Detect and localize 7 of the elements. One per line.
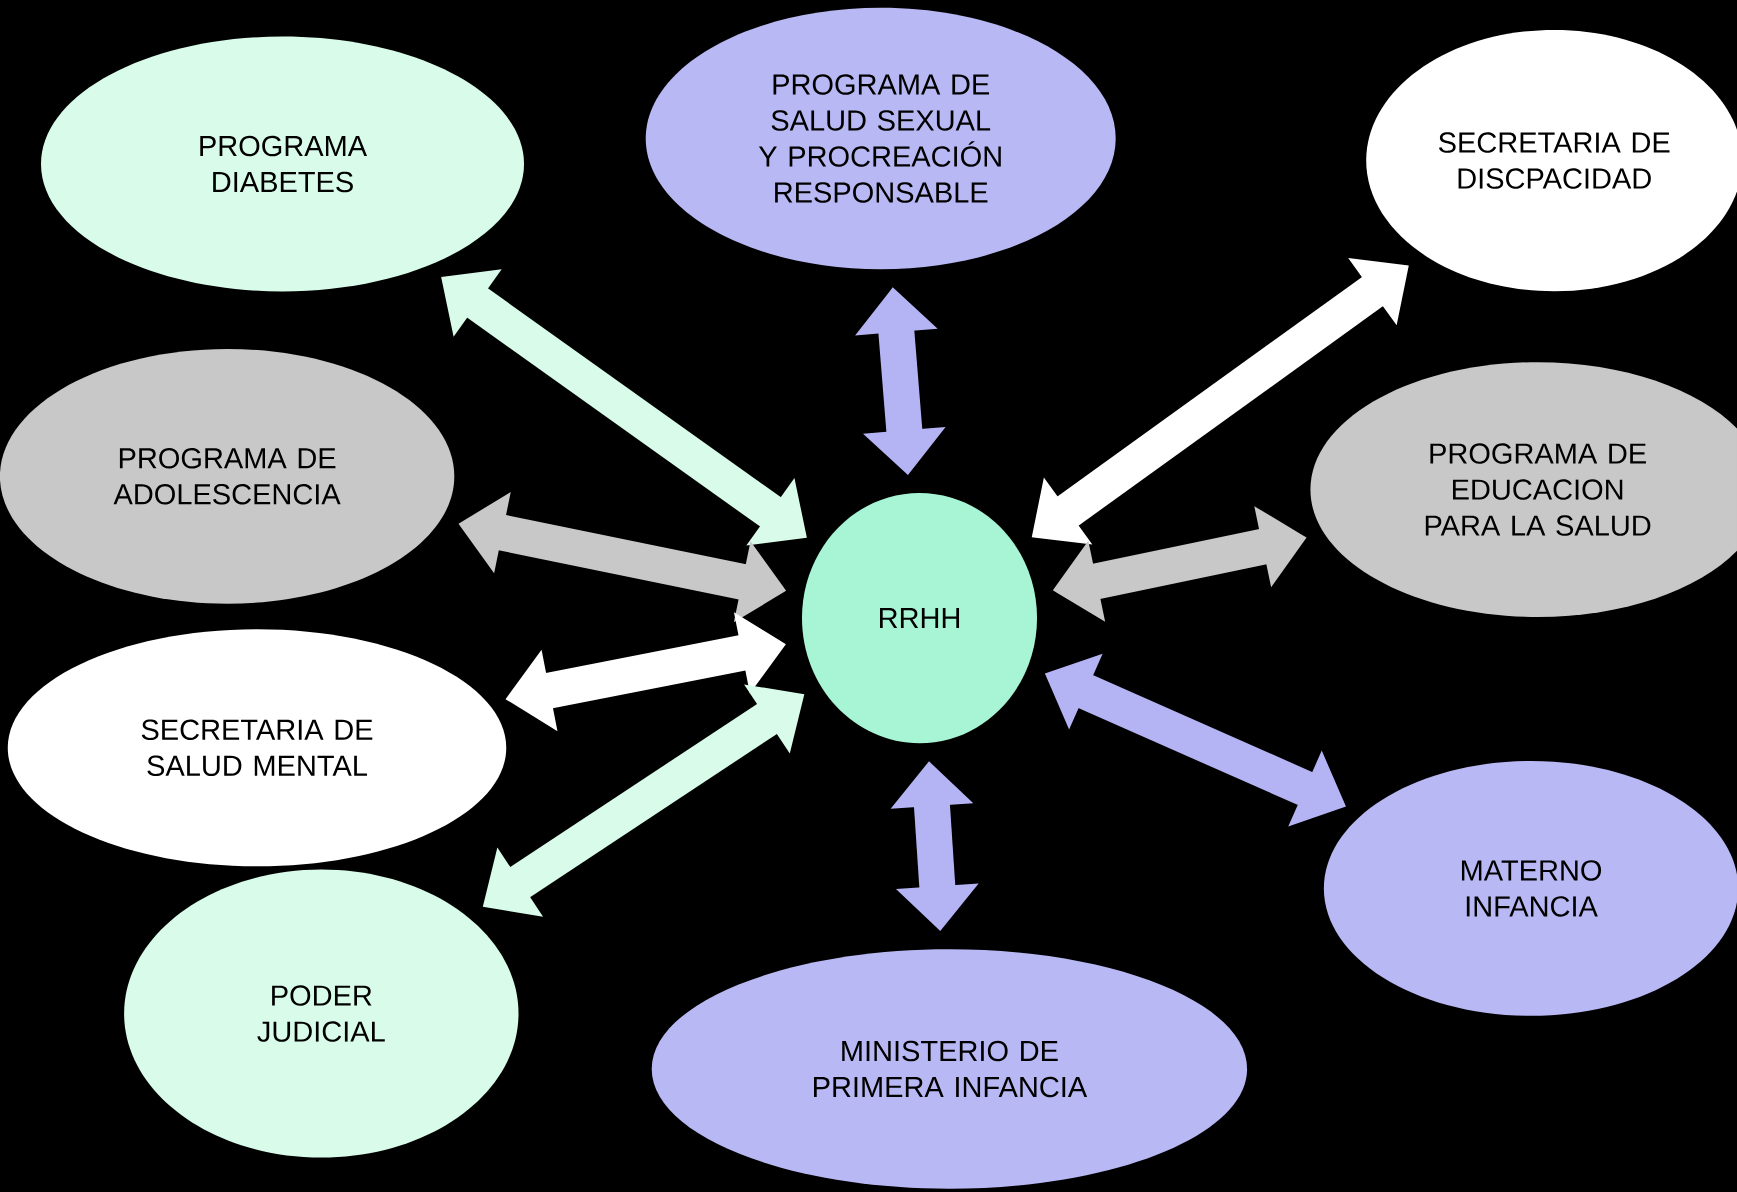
ellipse-node: PROGRAMA DE SALUD SEXUAL Y PROCREACIÓN RESPONSABLE [645,7,1116,270]
ellipse-node: RRHH [802,492,1038,744]
ellipse-node: PROGRAMA DIABETES [41,36,524,292]
ellipse-node: MINISTERIO DE PRIMERA INFANCIA [651,949,1248,1189]
ellipse-node: SECRETARIA DE SALUD MENTAL [7,629,507,867]
ellipse-node: PROGRAMA DE ADOLESCENCIA [0,348,455,604]
ellipse-node: PODER JUDICIAL [124,869,519,1158]
